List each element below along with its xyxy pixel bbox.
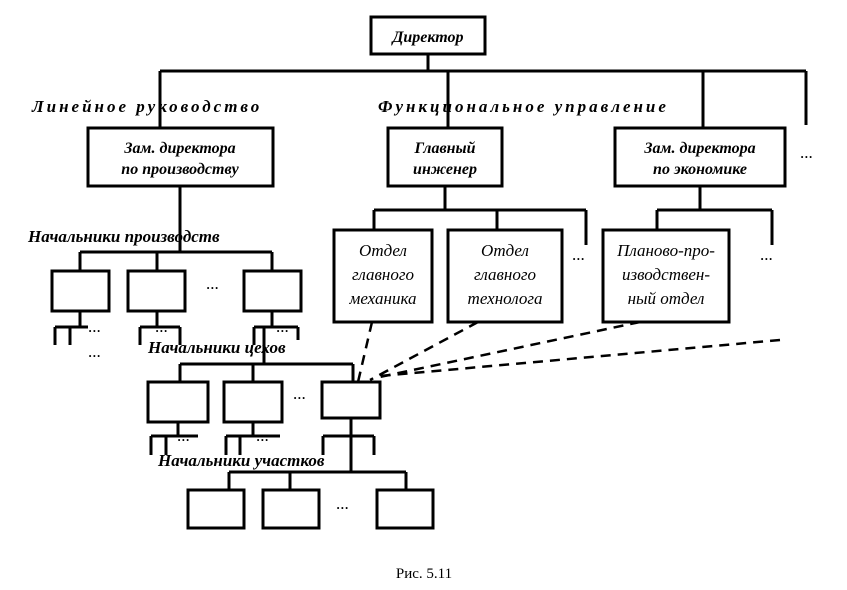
chief-mechanic-line-2: главного — [352, 265, 414, 284]
economics-branch-connectors — [655, 186, 774, 245]
director-label: Директор — [390, 29, 463, 46]
section-heads-connectors — [227, 436, 408, 490]
production-branch-connectors — [78, 186, 274, 271]
sub-ellipsis: ... — [88, 317, 101, 336]
chief-technologist-line-3: технолога — [468, 289, 543, 308]
chief-engineer-line-1: Главный — [413, 140, 475, 157]
director-node: Директор — [369, 15, 487, 56]
functional-management-label: Функциональное управление — [378, 97, 669, 116]
sub-ellipsis: ... — [276, 317, 289, 336]
deputy-economics-node: Зам. директора по экономике — [613, 126, 787, 188]
production-sub-forks — [53, 311, 300, 345]
deputy-production-node: Зам. директора по производству — [86, 126, 275, 188]
more-production-heads-ellipsis: ... — [206, 274, 219, 293]
more-economics-depts-ellipsis: ... — [760, 245, 773, 264]
top-level-connectors — [158, 54, 808, 128]
planning-dept-node: Планово-про- изводствен- ный отдел — [601, 228, 731, 324]
section-heads-label: Начальники участков — [157, 451, 325, 470]
planning-dept-line-2: изводствен- — [622, 265, 710, 284]
section-head-box — [261, 488, 321, 530]
production-head-box — [242, 269, 303, 313]
planning-dept-line-1: Планово-про- — [616, 241, 715, 260]
deputy-production-line-2: по производству — [121, 161, 239, 178]
chief-mechanic-line-3: механика — [349, 289, 417, 308]
more-deputies-ellipsis: ... — [800, 143, 813, 162]
shop-head-box — [146, 380, 210, 424]
functional-dashed-links — [356, 320, 781, 383]
planning-dept-line-3: ный отдел — [628, 289, 705, 308]
figure-caption: Рис. 5.11 — [396, 566, 452, 582]
shop-head-box — [222, 380, 284, 424]
sub-ellipsis: ... — [155, 317, 168, 336]
chief-technologist-line-1: Отдел — [481, 241, 529, 260]
section-head-box — [186, 488, 246, 530]
sub-ellipsis: ... — [88, 342, 101, 361]
more-engineer-depts-ellipsis: ... — [572, 245, 585, 264]
sub-ellipsis: ... — [177, 426, 190, 445]
line-management-label: Линейное руководство — [31, 97, 262, 116]
shop-heads-label: Начальники цехов — [147, 338, 286, 357]
chief-mechanic-dept-node: Отдел главного механика — [332, 228, 434, 324]
shop-sub-forks — [149, 418, 376, 455]
production-head-box — [50, 269, 111, 313]
chief-technologist-line-2: главного — [474, 265, 536, 284]
sub-ellipsis: ... — [256, 426, 269, 445]
more-section-heads-ellipsis: ... — [336, 494, 349, 513]
deputy-economics-line-2: по экономике — [653, 161, 747, 178]
more-shop-heads-ellipsis: ... — [293, 384, 306, 403]
chief-mechanic-line-1: Отдел — [359, 241, 407, 260]
chief-technologist-dept-node: Отдел главного технолога — [446, 228, 564, 324]
shop-head-box — [320, 380, 382, 420]
shop-heads-connectors — [178, 327, 355, 382]
deputy-production-line-1: Зам. директора — [123, 140, 235, 157]
section-head-box — [375, 488, 435, 530]
production-heads-label: Начальники производств — [27, 227, 220, 246]
deputy-economics-line-1: Зам. директора — [643, 140, 755, 157]
chief-engineer-line-2: инженер — [413, 161, 477, 178]
engineer-branch-connectors — [372, 186, 588, 245]
production-head-box — [126, 269, 187, 313]
chief-engineer-node: Главный инженер — [386, 126, 504, 188]
